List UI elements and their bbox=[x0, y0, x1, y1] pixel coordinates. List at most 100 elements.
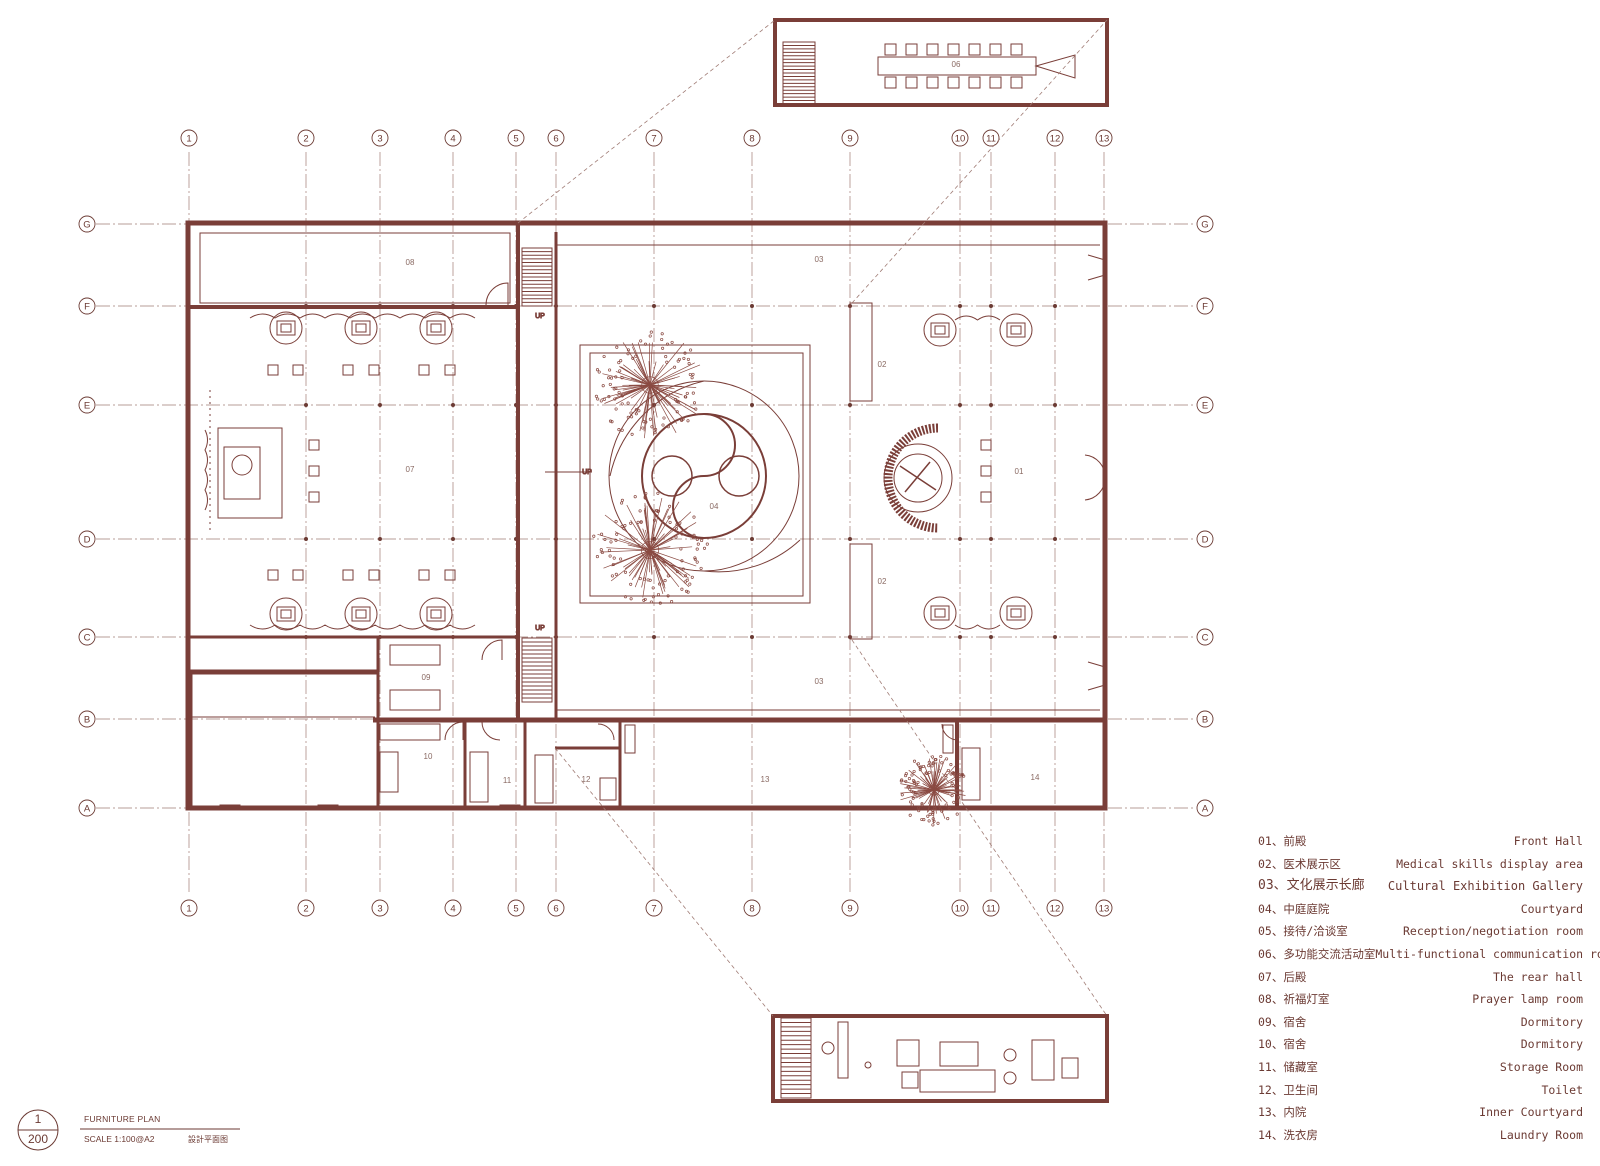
grid-bubble bbox=[841, 899, 859, 917]
grid-bubble bbox=[951, 129, 969, 147]
legend-label-cn: 13、内院 bbox=[1258, 1105, 1307, 1120]
seat-icon bbox=[267, 569, 279, 581]
grid-bubble bbox=[841, 129, 859, 147]
grid-column-label: 3 bbox=[377, 904, 382, 915]
grid-bubble bbox=[507, 129, 525, 147]
front-hall-altar bbox=[883, 423, 953, 533]
grid-bubble bbox=[371, 129, 389, 147]
doors bbox=[185, 254, 1106, 810]
walls bbox=[185, 220, 1108, 811]
grid-bubble bbox=[78, 628, 96, 646]
grid-bubble bbox=[1095, 899, 1113, 917]
room-label: 04 bbox=[710, 502, 719, 511]
chair-icon bbox=[968, 43, 981, 56]
shrine-icon bbox=[419, 597, 453, 631]
service-fixtures bbox=[379, 644, 981, 804]
grid-column-label: 9 bbox=[847, 904, 852, 915]
room-label: 03 bbox=[815, 255, 824, 264]
grid-bubble bbox=[78, 799, 96, 817]
grid-column-label: 10 bbox=[955, 904, 966, 915]
seat-icon bbox=[980, 491, 992, 503]
grid-column-label: 1 bbox=[186, 904, 191, 915]
grid-bubble bbox=[78, 297, 96, 315]
grid-column-label: 12 bbox=[1050, 904, 1061, 915]
room-label: 06 bbox=[952, 60, 961, 69]
grid-bubble bbox=[180, 899, 198, 917]
chair-icon bbox=[989, 43, 1002, 56]
title-underline bbox=[80, 1128, 240, 1130]
chair-icon bbox=[947, 76, 960, 89]
grid-bubble bbox=[982, 129, 1000, 147]
seat-icon bbox=[980, 465, 992, 477]
chair-icon bbox=[884, 43, 897, 56]
grid-bubble bbox=[78, 530, 96, 548]
column-dot bbox=[750, 635, 754, 639]
stair-up-label: UP bbox=[535, 313, 545, 320]
legend-label-cn: 04、中庭庭院 bbox=[1258, 901, 1330, 916]
grid-column-label: 8 bbox=[749, 904, 754, 915]
seat-icon bbox=[308, 439, 320, 451]
column-dot bbox=[378, 403, 382, 407]
grid-bubble bbox=[507, 899, 525, 917]
legend-row: 02、医术展示区 Medical skills display area bbox=[1258, 853, 1583, 876]
legend-label-en: Multi-functional communication room bbox=[1375, 946, 1600, 961]
room-label: 01 bbox=[1015, 467, 1024, 476]
column-dot bbox=[304, 537, 308, 541]
grid-row-label: E bbox=[84, 401, 90, 412]
legend-label-en: Inner Courtyard bbox=[1479, 1105, 1583, 1120]
seat-icon bbox=[368, 364, 380, 376]
grid-column-label: 5 bbox=[513, 134, 518, 145]
chair-icon bbox=[905, 43, 918, 56]
legend-label-en: Toilet bbox=[1541, 1082, 1583, 1097]
scale-denominator: 200 bbox=[27, 1132, 49, 1146]
legend-label-cn: 08、祈福灯室 bbox=[1258, 992, 1330, 1007]
grid-bubble bbox=[444, 899, 462, 917]
grid-column-label: 1 bbox=[186, 134, 191, 145]
seat-icon bbox=[342, 364, 354, 376]
grid-column-label: 8 bbox=[749, 134, 754, 145]
room-label: 09 bbox=[422, 673, 431, 682]
column-dot bbox=[451, 403, 455, 407]
grid-column-label: 4 bbox=[450, 134, 455, 145]
grid-row-label: B bbox=[1202, 715, 1208, 726]
column-dot bbox=[989, 537, 993, 541]
grid-bubble bbox=[297, 899, 315, 917]
trees bbox=[592, 330, 966, 827]
column-dot bbox=[750, 403, 754, 407]
grid-row-label: A bbox=[84, 804, 91, 815]
seat-icon bbox=[444, 569, 456, 581]
column-dot bbox=[989, 304, 993, 308]
curtain bbox=[249, 313, 476, 319]
grid-row-label: C bbox=[1202, 633, 1209, 644]
column-dot bbox=[1053, 537, 1057, 541]
column-dot bbox=[958, 635, 962, 639]
grid-column-label: 7 bbox=[651, 134, 656, 145]
grid-bubble bbox=[1196, 297, 1214, 315]
column-dot bbox=[1053, 635, 1057, 639]
drawing-title: FURNITURE PLAN bbox=[84, 1114, 161, 1124]
legend-label-en: Medical skills display area bbox=[1396, 856, 1583, 871]
grid-bubble bbox=[982, 899, 1000, 917]
column-dot bbox=[848, 537, 852, 541]
column-dot bbox=[958, 537, 962, 541]
grid-bubble bbox=[743, 129, 761, 147]
grid-bubble bbox=[444, 129, 462, 147]
grid-bubble bbox=[1046, 899, 1064, 917]
column-dot bbox=[848, 403, 852, 407]
inset-room-06 bbox=[773, 18, 1109, 107]
shrine-icon bbox=[269, 311, 303, 345]
column-dot bbox=[451, 537, 455, 541]
grid-row-label: A bbox=[1202, 804, 1209, 815]
legend-label-en: Storage Room bbox=[1499, 1059, 1583, 1074]
grid-bubble bbox=[951, 899, 969, 917]
grid-row-label: F bbox=[1202, 302, 1208, 313]
legend-label-cn: 06、多功能交流活动室 bbox=[1258, 946, 1376, 961]
stair-up-label: UP bbox=[535, 625, 545, 632]
legend-label-cn: 02、医术展示区 bbox=[1258, 856, 1341, 871]
legend-label-en: Cultural Exhibition Gallery bbox=[1387, 879, 1583, 894]
